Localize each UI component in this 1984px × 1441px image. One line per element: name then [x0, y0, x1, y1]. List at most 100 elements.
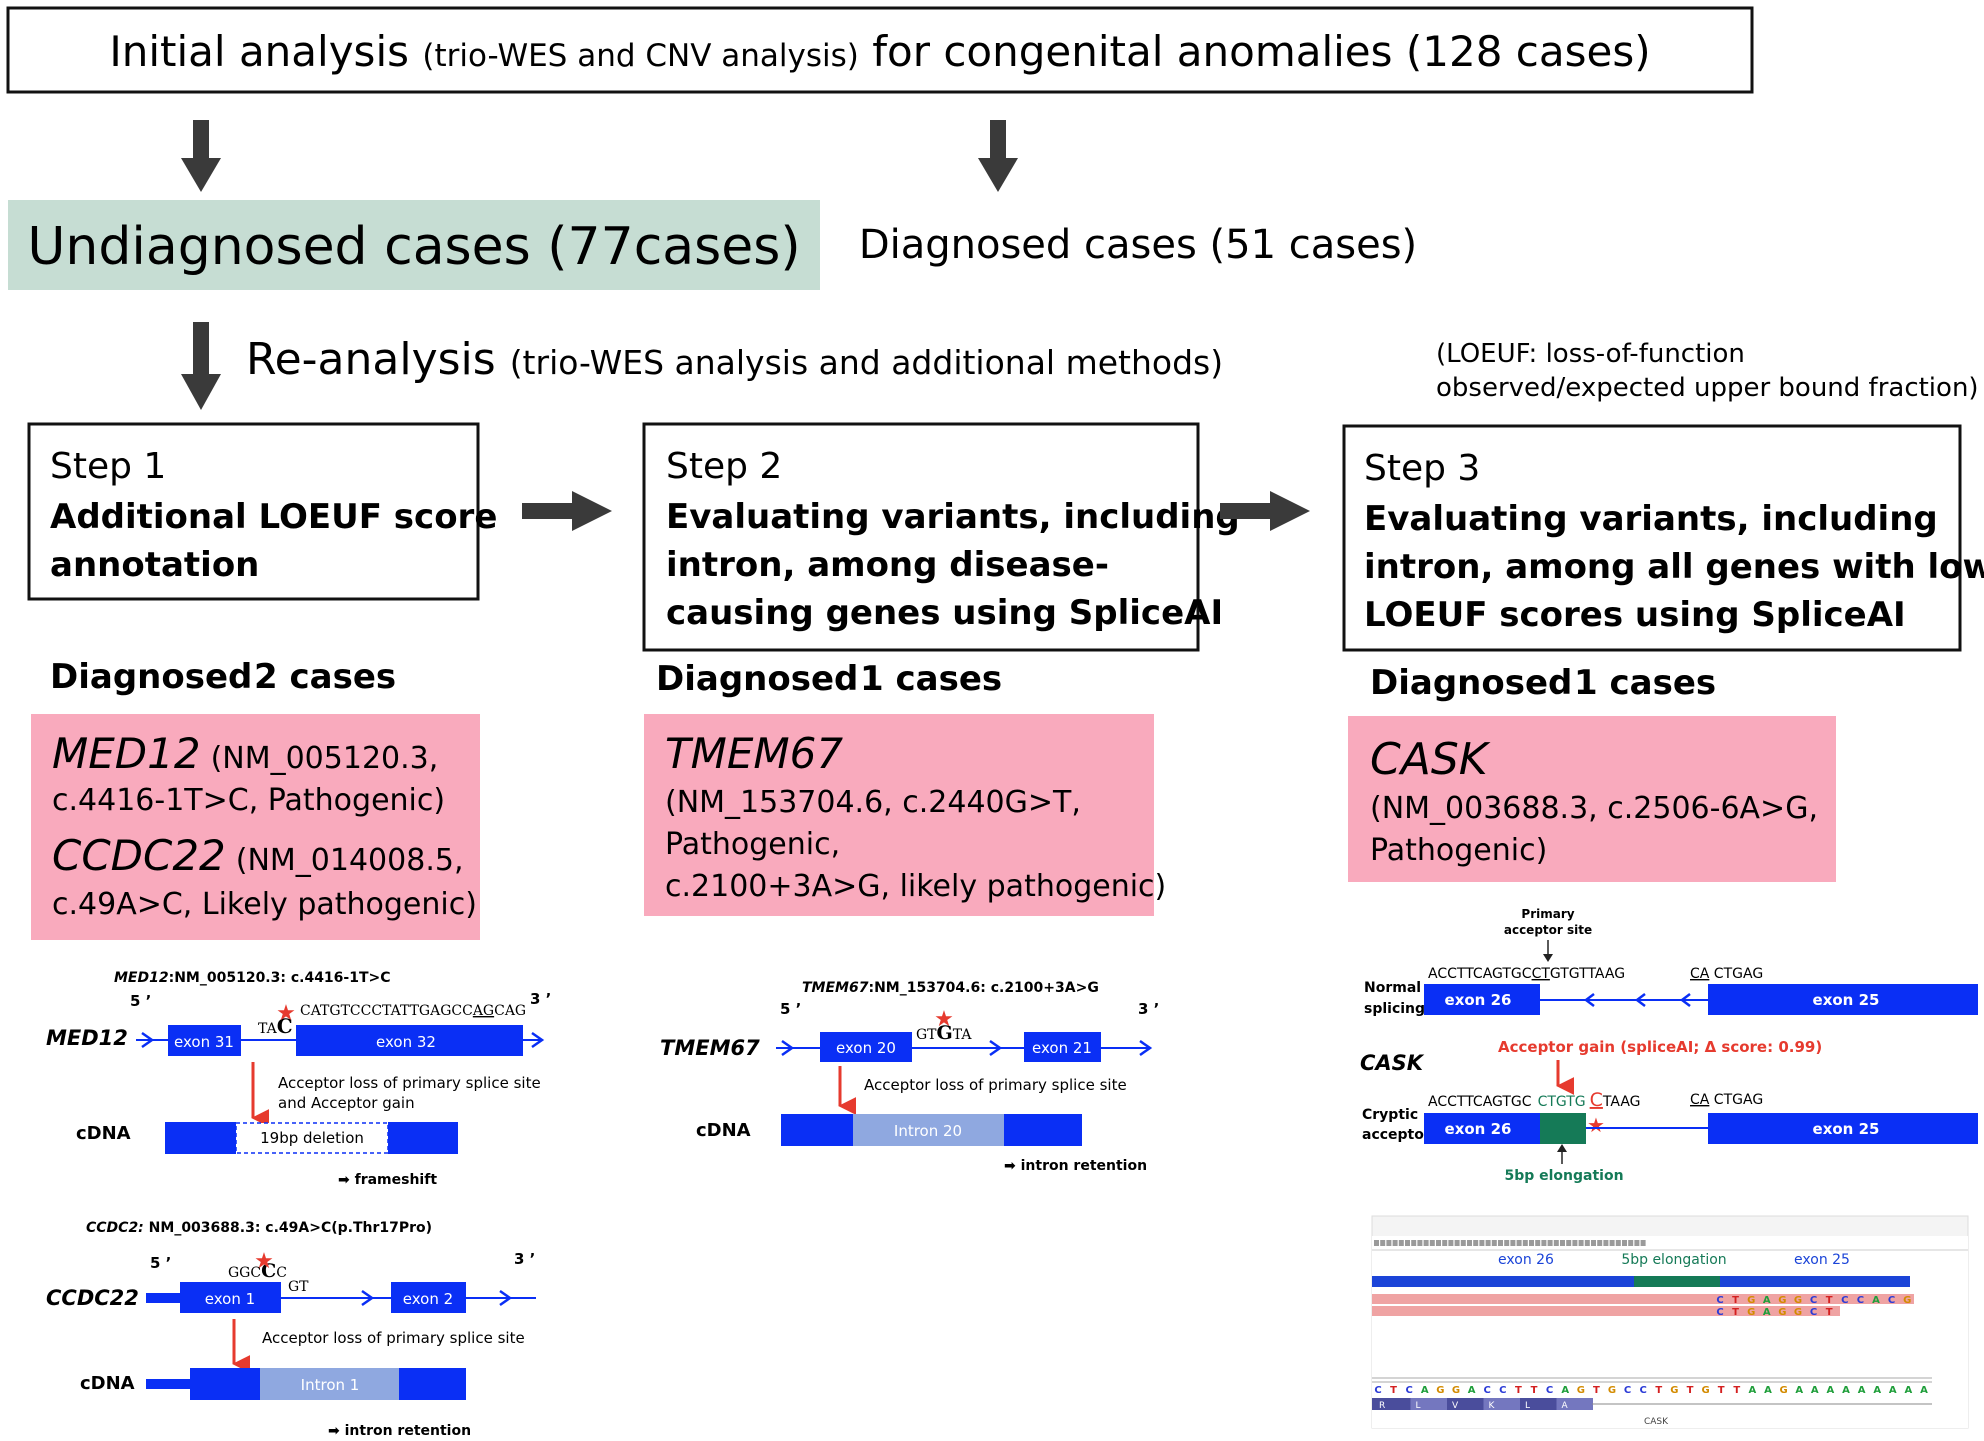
igv-base: A — [1827, 1385, 1835, 1396]
step1-line1: Additional LOEUF score — [50, 497, 497, 537]
cask-cryptic-1: Cryptic — [1362, 1107, 1418, 1123]
igv-read-2 — [1372, 1306, 1840, 1316]
igv-base: G — [1701, 1385, 1709, 1396]
igv-base: G — [1778, 1307, 1786, 1318]
igv-base: A — [1873, 1385, 1881, 1396]
igv-base: T — [1687, 1385, 1694, 1396]
cask-normal-2: splicing — [1364, 1001, 1425, 1017]
tmem67-intron-label: Intron 20 — [894, 1122, 962, 1140]
cask-elongation-label: 5bp elongation — [1504, 1168, 1623, 1184]
initial-analysis-box — [6, 6, 1754, 94]
tmem67-cdna-label: cDNA — [696, 1120, 751, 1141]
igv-base: A — [1858, 1385, 1866, 1396]
step2-line1: Evaluating variants, including — [666, 497, 1240, 537]
tmem67-note: Acceptor loss of primary splice site — [864, 1076, 1127, 1094]
arrow-step1-to-2 — [522, 491, 612, 531]
igv-base: T — [1531, 1385, 1538, 1396]
igv-base: A — [1920, 1385, 1928, 1396]
igv-amino-acid: L — [1416, 1401, 1421, 1411]
igv-base: A — [1468, 1385, 1476, 1396]
med12-result-2: c.4416-1T>C, Pathogenic) — [52, 783, 445, 818]
igv-base: G — [1608, 1385, 1616, 1396]
med12-seq-left: TAC — [258, 1014, 293, 1038]
ccdc22-five-prime: 5 ’ — [150, 1254, 171, 1272]
cask-cryptic-2: acceptor — [1362, 1127, 1431, 1143]
tmem67-five-prime: 5 ’ — [780, 1000, 801, 1018]
ccdc22-schematic: CCDC2: NM_003688.3: c.49A>C(p.Thr17Pro) … — [46, 1220, 536, 1439]
tmem67-intron-box — [853, 1114, 1004, 1146]
igv-base: T — [1718, 1385, 1725, 1396]
igv-read-1 — [1372, 1294, 1914, 1304]
tmem67-gene-label: TMEM67 — [660, 1036, 760, 1060]
igv-base: C — [1716, 1307, 1723, 1318]
med12-exon32-label: exon 32 — [376, 1033, 436, 1051]
cask-normal-exon26 — [1424, 984, 1540, 1015]
cask-star-icon: ★ — [1587, 1113, 1605, 1137]
ccdc22-cdna-label: cDNA — [80, 1373, 135, 1394]
igv-base: A — [1763, 1307, 1771, 1318]
arrow-down-diagnosed — [978, 120, 1018, 192]
igv-track-exon26 — [1372, 1276, 1634, 1287]
igv-track-exon25 — [1720, 1276, 1910, 1287]
igv-base: C — [1374, 1385, 1381, 1396]
igv-ruler — [1372, 1240, 1968, 1251]
cask-seq4: CA CTGAG — [1690, 1092, 1763, 1108]
ccdc22-seq: GGCCC — [228, 1260, 287, 1282]
igv-amino-acid: L — [1525, 1401, 1530, 1411]
igv-base: A — [1763, 1295, 1771, 1306]
igv-label-elongation: 5bp elongation — [1621, 1252, 1726, 1268]
cask-cryptic-exon25-label: exon 25 — [1813, 1120, 1880, 1138]
step1-line2: annotation — [50, 545, 259, 585]
step3-diagnosed-label: Diagnosed — [1370, 663, 1572, 703]
step2-diagnosed-label: Diagnosed — [656, 659, 858, 699]
med12-note2: and Acceptor gain — [278, 1094, 415, 1112]
igv-base: A — [1889, 1385, 1897, 1396]
tmem67-exon20 — [820, 1032, 912, 1062]
cask-acceptor-gain: Acceptor gain (spliceAI; Δ score: 0.99) — [1498, 1038, 1822, 1056]
igv-base: T — [1826, 1295, 1833, 1306]
igv-base: G — [1670, 1385, 1678, 1396]
tmem67-schematic: TMEM67:NM_153704.6: c.2100+3A>G 5 ’ 3 ’ … — [660, 980, 1159, 1174]
med12-deletion-box — [235, 1122, 389, 1154]
med12-exon31 — [168, 1025, 241, 1056]
step2-line3: causing genes using SpliceAI — [666, 593, 1223, 633]
med12-fig-title: MED12:NM_005120.3: c.4416-1T>C — [114, 970, 391, 986]
igv-label-exon25: exon 25 — [1794, 1252, 1850, 1268]
ccdc22-result-retention: ➡ intron retention — [328, 1423, 471, 1439]
igv-label-exon26: exon 26 — [1498, 1252, 1554, 1268]
igv-base: G — [1794, 1307, 1802, 1318]
med12-star-icon: ★ — [276, 1001, 296, 1026]
igv-amino-acid: K — [1489, 1401, 1496, 1411]
tmem67-result: TMEM67 — [665, 729, 843, 778]
step1-diagnosed-label: Diagnosed — [50, 657, 252, 697]
cask-primary-1: Primary — [1521, 907, 1574, 921]
med12-result: MED12(NM_005120.3, — [52, 729, 438, 778]
igv-base: C — [1406, 1385, 1413, 1396]
cask-cryptic-exon26-label: exon 26 — [1445, 1120, 1512, 1138]
cask-normal-exon25 — [1708, 984, 1978, 1015]
igv-base: A — [1561, 1385, 1569, 1396]
igv-base: A — [1795, 1385, 1803, 1396]
cask-result: CASK — [1370, 734, 1491, 785]
ccdc22-result-2: c.49A>C, Likely pathogenic) — [52, 887, 477, 922]
igv-base: T — [1732, 1307, 1739, 1318]
igv-base: C — [1841, 1295, 1848, 1306]
igv-amino-acid: V — [1452, 1401, 1459, 1411]
undiagnosed-label: Undiagnosed cases (77cases) — [27, 217, 800, 277]
med12-exon31-label: exon 31 — [174, 1033, 234, 1051]
med12-schematic: MED12:NM_005120.3: c.4416-1T>C 5 ’ 3 ’ M… — [46, 970, 551, 1188]
step2-result-box — [644, 714, 1154, 916]
igv-base: A — [1905, 1385, 1913, 1396]
tmem67-exon21-label: exon 21 — [1032, 1039, 1092, 1057]
med12-three-prime: 3 ’ — [530, 990, 551, 1008]
igv-base: C — [1857, 1295, 1864, 1306]
igv-base: C — [1888, 1295, 1895, 1306]
igv-base: A — [1872, 1295, 1880, 1306]
med12-exon32 — [296, 1025, 523, 1056]
step3-line2: intron, among all genes with low — [1364, 547, 1984, 587]
cask-elongation-box — [1540, 1113, 1586, 1144]
step3-diagnosed-count: 1 cases — [1574, 663, 1716, 703]
ccdc22-gt: GT — [288, 1279, 309, 1295]
igv-base: T — [1655, 1385, 1662, 1396]
